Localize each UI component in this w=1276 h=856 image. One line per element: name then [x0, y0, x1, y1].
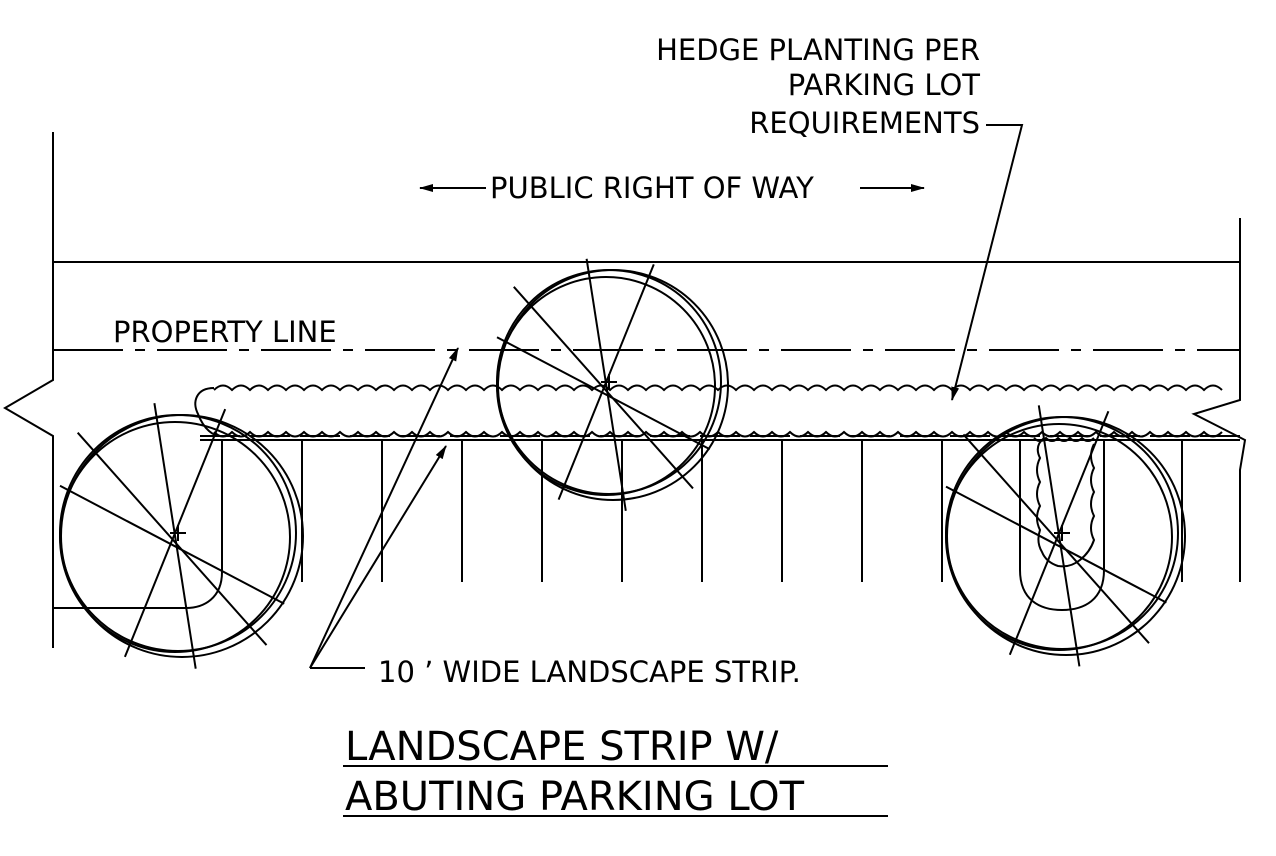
strip-leader-arrow-2: [309, 445, 447, 669]
right-island-curb: [1019, 440, 1105, 612]
left-boundary-line: [3, 132, 54, 648]
hedge-note-line-3: REQUIREMENTS: [749, 106, 980, 140]
tree-branch-line: [496, 336, 711, 451]
tree-trunk-mark: [170, 525, 186, 541]
tree-symbols: [59, 258, 1186, 669]
strip-leader-arrow-1: [309, 347, 459, 669]
public-right-of-way-label: PUBLIC RIGHT OF WAY: [490, 171, 814, 205]
tree-trunk-mark: [601, 374, 617, 390]
tree-canopy: [496, 276, 716, 496]
tree-canopy: [945, 423, 1173, 651]
tree-symbol: [496, 258, 729, 511]
tree-branch-line: [585, 258, 627, 511]
title-line-2: ABUTING PARKING LOT: [345, 774, 805, 820]
tree-branch-line: [945, 485, 1167, 604]
right-boundary-line: [1191, 218, 1247, 582]
tree-trunk-mark: [1054, 525, 1070, 541]
landscape-strip-label: 10 ’ WIDE LANDSCAPE STRIP.: [378, 655, 801, 689]
parking-stall-lines: [301, 440, 1183, 582]
hedge-note-line-1: HEDGE PLANTING PER: [656, 33, 980, 67]
tree-canopy: [59, 421, 291, 653]
hedge-note-line-2: PARKING LOT: [788, 68, 981, 102]
tree-branch-line: [153, 403, 197, 669]
drawing-title: LANDSCAPE STRIP W/ ABUTING PARKING LOT: [343, 724, 888, 820]
title-line-1: LANDSCAPE STRIP W/: [345, 724, 779, 770]
tree-branch-line: [59, 484, 285, 605]
hedge-note: HEDGE PLANTING PER PARKING LOT REQUIREME…: [656, 33, 980, 140]
tree-branch-line: [1037, 405, 1081, 667]
left-island-curb: [53, 440, 223, 609]
property-line-label: PROPERTY LINE: [113, 315, 337, 349]
hedge-leader: [951, 124, 1024, 401]
tree-symbol: [59, 403, 304, 669]
tree-symbol: [945, 405, 1186, 667]
hedge-end-cap: [194, 387, 221, 437]
hedge-planting-top: [213, 384, 1223, 392]
